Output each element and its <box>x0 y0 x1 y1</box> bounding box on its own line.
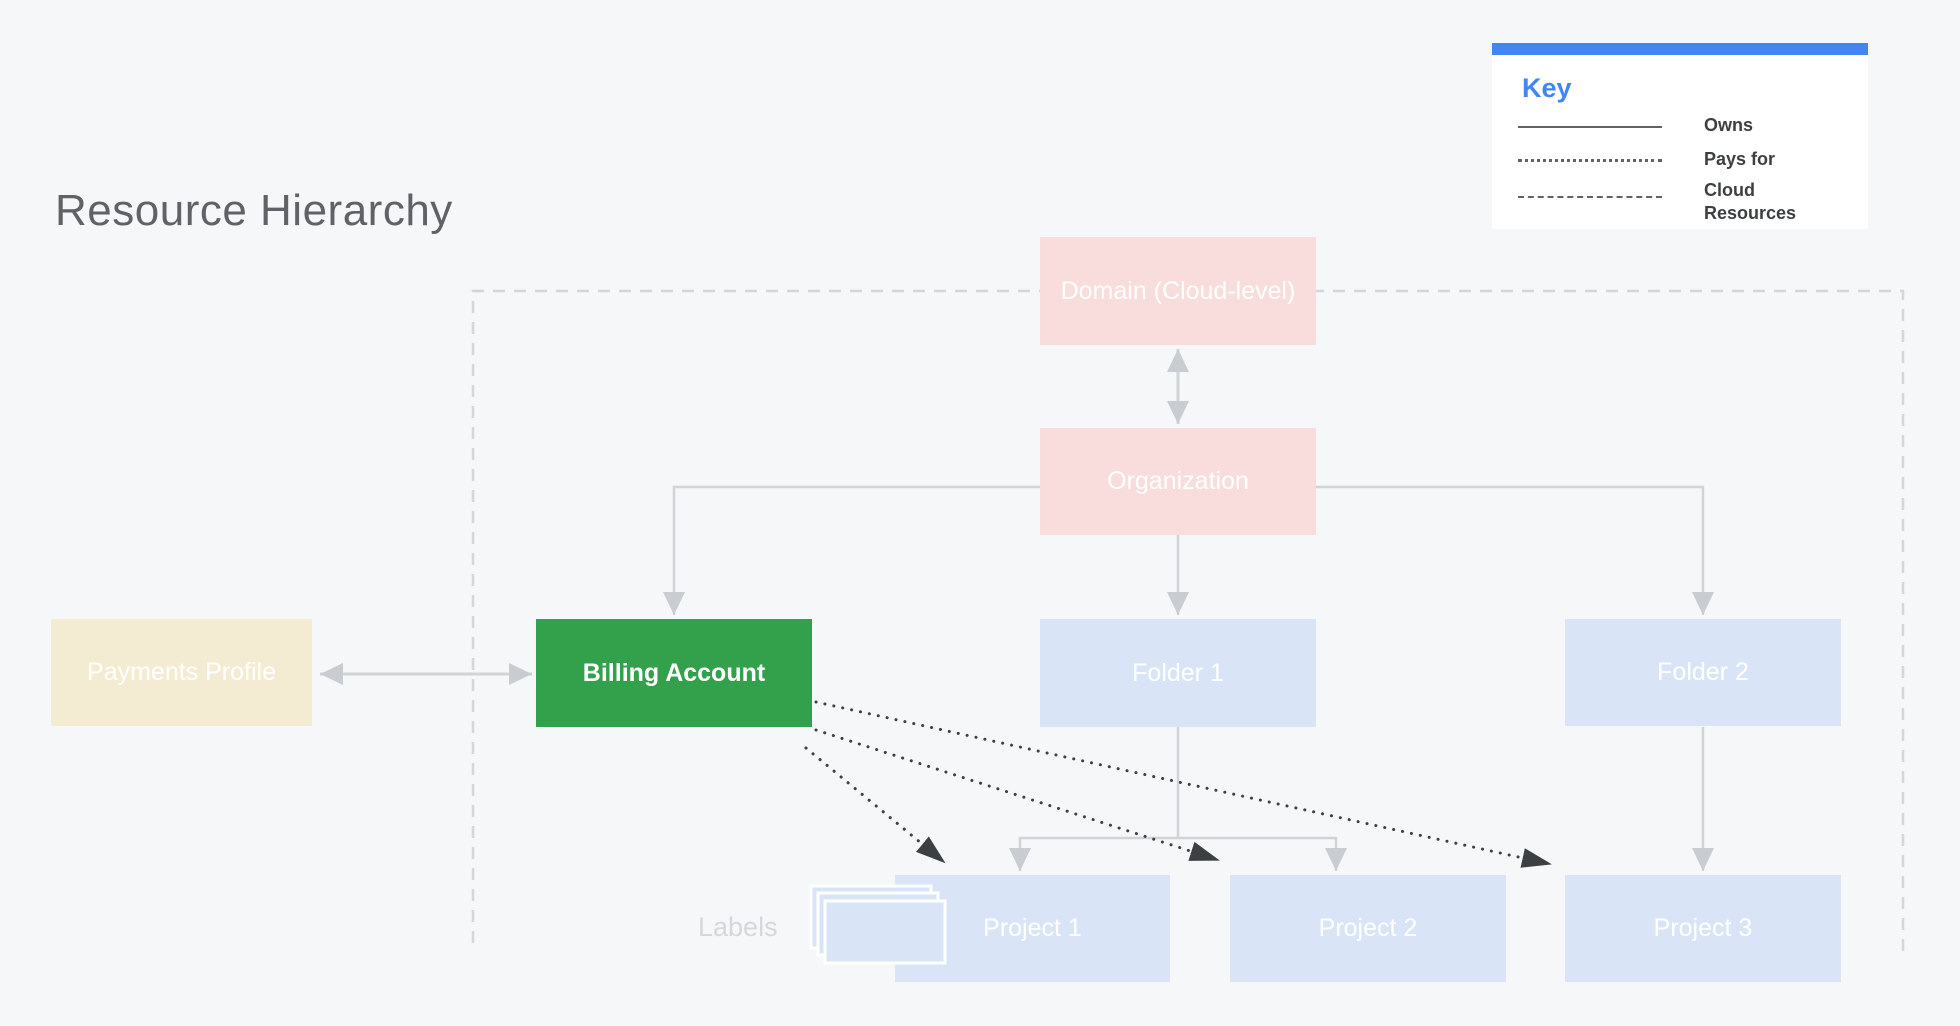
pays-for-project1-arrow <box>804 746 946 864</box>
cloud-resources-label: Cloud Resources <box>1704 180 1797 223</box>
node-payments-profile: Payments Profile <box>51 619 312 726</box>
labels-cards-icon <box>809 884 947 965</box>
pays-for-project2-arrow <box>814 728 1220 862</box>
node-domain-label: Domain (Cloud-level) <box>1060 276 1296 305</box>
node-billing-account: Billing Account <box>536 619 812 727</box>
owns-label: Owns <box>1704 115 1754 135</box>
node-project-3: Project 3 <box>1565 875 1841 982</box>
node-organization-label: Organization <box>1107 467 1249 495</box>
key-accent-bar <box>1492 43 1868 55</box>
organization-billing-connector <box>663 485 1040 615</box>
labels-caption: Labels <box>698 912 778 942</box>
page-title: Resource Hierarchy <box>55 186 453 235</box>
key-title: Key <box>1522 73 1572 103</box>
organization-folder2-connector <box>1315 485 1714 615</box>
cloud-resources-line-sample <box>1518 196 1662 198</box>
node-organization: Organization <box>1040 428 1316 535</box>
node-folder-2: Folder 2 <box>1565 619 1841 726</box>
owns-line-sample <box>1518 126 1662 128</box>
node-folder-1-label: Folder 1 <box>1132 658 1224 687</box>
node-folder-1: Folder 1 <box>1040 619 1316 727</box>
node-project-2-label: Project 2 <box>1318 914 1418 942</box>
node-project-1-label: Project 1 <box>983 914 1082 942</box>
node-project-3-label: Project 3 <box>1653 914 1753 942</box>
node-project-2: Project 2 <box>1230 875 1506 982</box>
key-panel: Key Owns Pays for Cloud Resources <box>1492 43 1868 229</box>
node-folder-2-label: Folder 2 <box>1657 658 1749 686</box>
pays-for-line-sample <box>1518 159 1662 162</box>
pays-for-label: Pays for <box>1704 149 1776 169</box>
node-domain: Domain (Cloud-level) <box>1040 237 1316 345</box>
node-billing-account-label: Billing Account <box>582 658 766 687</box>
node-payments-profile-label: Payments Profile <box>87 658 276 686</box>
